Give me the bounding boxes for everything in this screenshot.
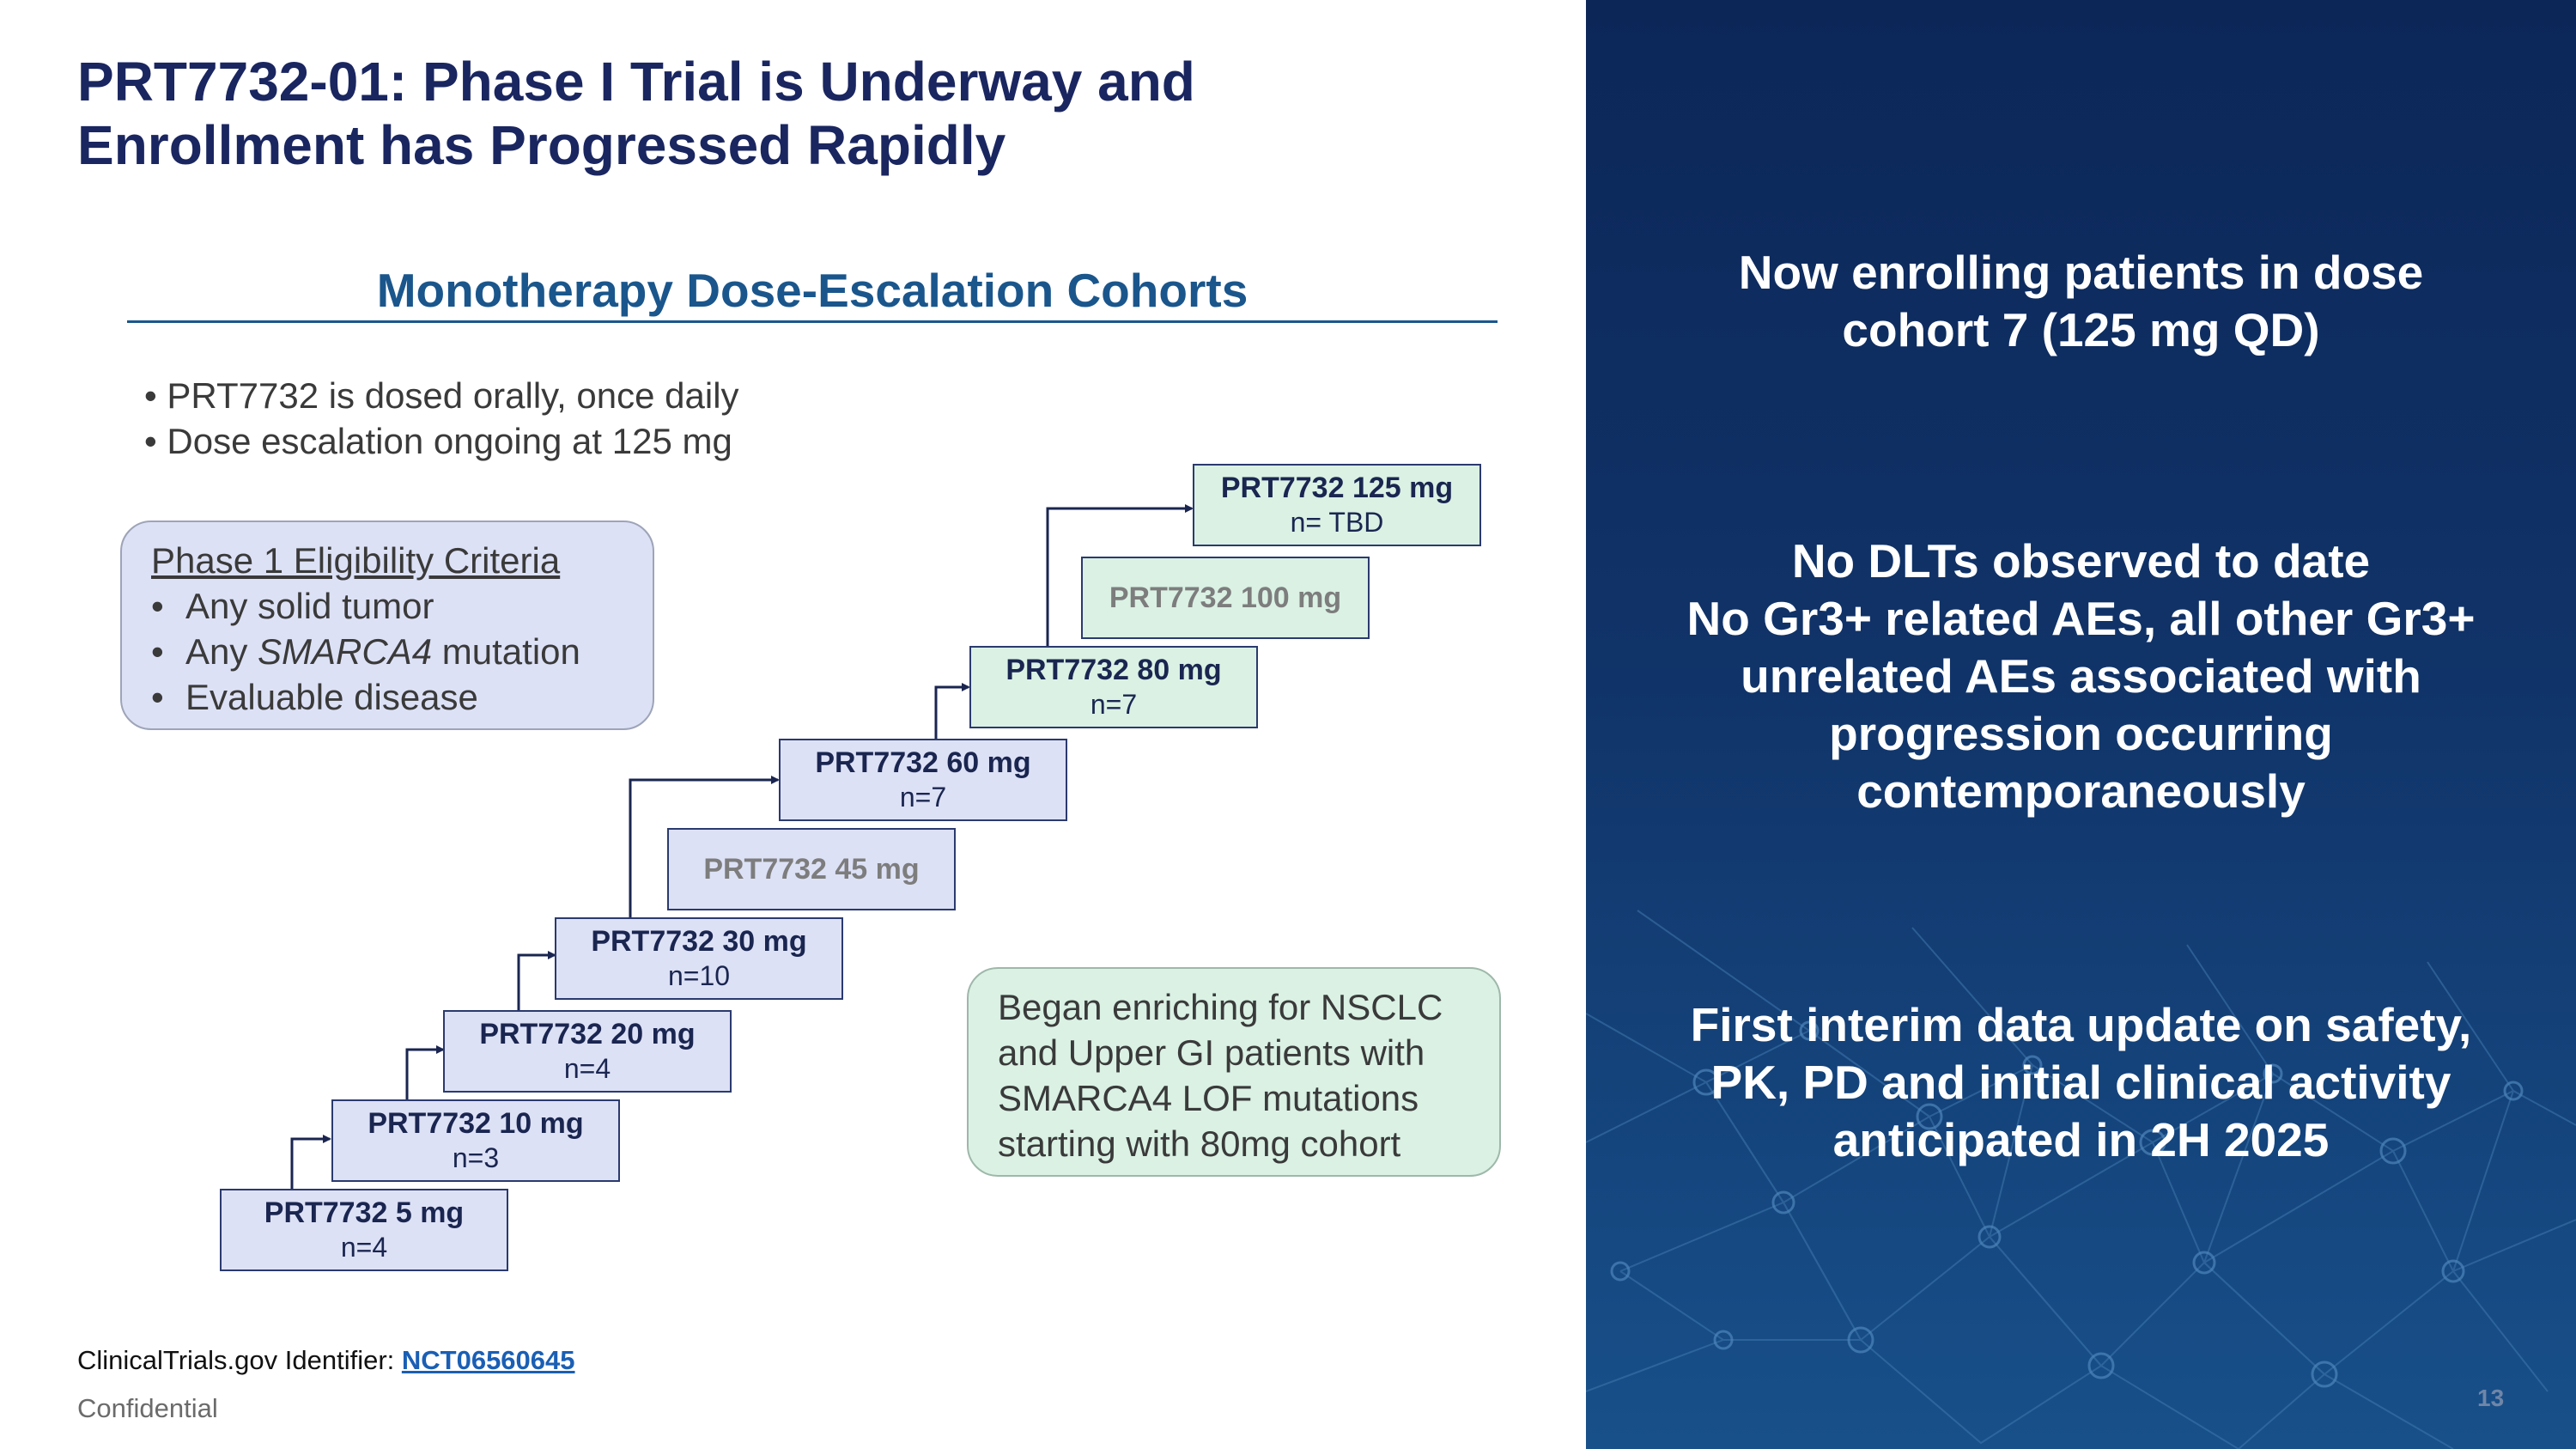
cohort-5mg: PRT7732 5 mg n=4 bbox=[220, 1189, 508, 1271]
cohort-label: PRT7732 20 mg bbox=[479, 1018, 696, 1050]
enrollment-status: Now enrolling patients in dose cohort 7 … bbox=[1586, 244, 2576, 359]
arrow-5-to-10 bbox=[290, 1135, 331, 1189]
dosing-bullets: • PRT7732 is dosed orally, once daily • … bbox=[144, 373, 1003, 464]
data-update-timing: First interim data update on safety, PK,… bbox=[1586, 996, 2576, 1169]
note-line: Began enriching for NSCLC bbox=[998, 987, 1443, 1027]
panel-line: PK, PD and initial clinical activity bbox=[1710, 1056, 2451, 1109]
cohort-45mg: PRT7732 45 mg bbox=[667, 828, 956, 910]
cohort-10mg: PRT7732 10 mg n=3 bbox=[331, 1099, 620, 1182]
safety-summary: No DLTs observed to date No Gr3+ related… bbox=[1586, 533, 2576, 820]
bullet-dosing: • PRT7732 is dosed orally, once daily bbox=[144, 375, 739, 416]
arrow-30-to-60 bbox=[629, 776, 780, 917]
cohort-count: n=7 bbox=[1090, 689, 1138, 720]
arrow-20-to-30 bbox=[517, 951, 556, 1010]
panel-line: unrelated AEs associated with bbox=[1741, 649, 2421, 703]
cohort-count: n=10 bbox=[667, 960, 731, 991]
page-title: PRT7732-01: Phase I Trial is Underway an… bbox=[77, 50, 1537, 177]
key-updates-panel: Now enrolling patients in dose cohort 7 … bbox=[1586, 0, 2576, 1449]
cohort-count: n=4 bbox=[563, 1053, 611, 1084]
cohort-60mg: PRT7732 60 mg n=7 bbox=[779, 739, 1067, 821]
panel-line: Now enrolling patients in dose bbox=[1738, 246, 2424, 299]
gene-name: SMARCA4 bbox=[258, 631, 433, 672]
eligibility-item-prefix: Any bbox=[185, 631, 258, 672]
cohort-20mg: PRT7732 20 mg n=4 bbox=[443, 1010, 732, 1093]
cohort-label: PRT7732 125 mg bbox=[1220, 472, 1454, 504]
panel-line: progression occurring bbox=[1829, 707, 2333, 760]
confidential-label: Confidential bbox=[77, 1393, 218, 1423]
cohort-count: n=3 bbox=[452, 1142, 500, 1173]
bullet-dot: • bbox=[151, 631, 164, 672]
bullet-dot: • bbox=[151, 677, 164, 717]
cohort-label: PRT7732 100 mg bbox=[1109, 581, 1342, 614]
cohort-count: n=7 bbox=[899, 782, 947, 813]
title-line-2: Enrollment has Progressed Rapidly bbox=[77, 114, 1006, 176]
eligibility-item: • Evaluable disease bbox=[151, 674, 653, 720]
cohort-label: PRT7732 60 mg bbox=[815, 746, 1031, 779]
cohort-label: PRT7732 80 mg bbox=[1005, 654, 1222, 686]
cohort-count: n= TBD bbox=[1290, 507, 1384, 538]
section-heading: Monotherapy Dose-Escalation Cohorts bbox=[376, 264, 1249, 317]
enrichment-note: Began enriching for NSCLC and Upper GI p… bbox=[967, 967, 1501, 1177]
panel-line: First interim data update on safety, bbox=[1690, 998, 2472, 1051]
arrow-60-to-80 bbox=[934, 683, 970, 739]
eligibility-item-text: Any solid tumor bbox=[185, 586, 434, 626]
arrow-10-to-20 bbox=[405, 1045, 445, 1099]
network-background-graphic bbox=[1586, 910, 2576, 1449]
panel-line: anticipated in 2H 2025 bbox=[1832, 1113, 2330, 1166]
cohort-100mg: PRT7732 100 mg bbox=[1081, 557, 1370, 639]
cohort-125mg: PRT7732 125 mg n= TBD bbox=[1193, 464, 1481, 546]
cohort-label: PRT7732 5 mg bbox=[264, 1196, 465, 1229]
arrow-80-to-125 bbox=[1046, 504, 1194, 646]
nct-link[interactable]: NCT06560645 bbox=[401, 1345, 575, 1375]
panel-line: No Gr3+ related AEs, all other Gr3+ bbox=[1686, 592, 2476, 645]
cohort-80mg: PRT7732 80 mg n=7 bbox=[969, 646, 1258, 728]
note-line: and Upper GI patients with bbox=[998, 1032, 1425, 1073]
cohort-label: PRT7732 45 mg bbox=[703, 853, 920, 886]
eligibility-title: Phase 1 Eligibility Criteria bbox=[151, 540, 561, 581]
heading-rule bbox=[127, 320, 1498, 323]
page-number: 13 bbox=[2477, 1385, 2505, 1411]
identifier-prefix: ClinicalTrials.gov Identifier: bbox=[77, 1345, 402, 1375]
bullet-escalation: • Dose escalation ongoing at 125 mg bbox=[144, 421, 732, 461]
cohort-label: PRT7732 30 mg bbox=[591, 925, 807, 958]
note-line: starting with 80mg cohort bbox=[998, 1123, 1401, 1164]
panel-line: cohort 7 (125 mg QD) bbox=[1842, 303, 2320, 356]
title-line-1: PRT7732-01: Phase I Trial is Underway an… bbox=[77, 51, 1195, 113]
eligibility-item-text: Evaluable disease bbox=[185, 677, 478, 717]
cohort-30mg: PRT7732 30 mg n=10 bbox=[555, 917, 843, 1000]
panel-line: No DLTs observed to date bbox=[1791, 534, 2371, 588]
eligibility-criteria-box: Phase 1 Eligibility Criteria • Any solid … bbox=[120, 521, 654, 730]
eligibility-item: • Any solid tumor bbox=[151, 583, 653, 629]
cohort-label: PRT7732 10 mg bbox=[368, 1107, 584, 1140]
trial-identifier: ClinicalTrials.gov Identifier: NCT065606… bbox=[77, 1345, 575, 1376]
panel-line: contemporaneously bbox=[1856, 764, 2306, 818]
cohort-count: n=4 bbox=[340, 1232, 388, 1263]
eligibility-item-suffix: mutation bbox=[432, 631, 580, 672]
escalation-arrows bbox=[290, 504, 1194, 1189]
note-line: SMARCA4 LOF mutations bbox=[998, 1078, 1419, 1118]
eligibility-item: • Any SMARCA4 mutation bbox=[151, 629, 653, 674]
bullet-dot: • bbox=[151, 586, 164, 626]
